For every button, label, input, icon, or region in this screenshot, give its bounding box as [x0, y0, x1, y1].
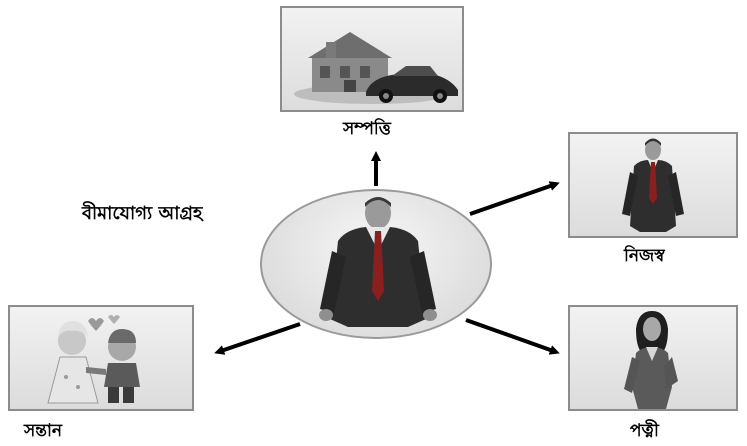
- children-box: [8, 305, 194, 411]
- property-box: [280, 6, 464, 112]
- children-label: সন্তান: [24, 421, 63, 441]
- arrow-to-self: [469, 181, 560, 216]
- woman-icon: [624, 311, 678, 409]
- property-label: সম্পত্তি: [343, 119, 391, 139]
- arrow-to-wife: [465, 318, 560, 355]
- center-businessman-icon: [319, 197, 437, 327]
- center-label: বীমাযোগ্য আগ্রহ: [82, 203, 203, 224]
- self-label: নিজস্ব: [624, 246, 665, 266]
- businessman-icon: [622, 138, 684, 232]
- arrow-to-children: [214, 322, 301, 355]
- center-oval: [260, 189, 492, 339]
- wife-box: [568, 305, 738, 411]
- children-icon: [47, 315, 140, 404]
- wife-label: পত্নী: [630, 421, 659, 441]
- self-box: [568, 132, 738, 238]
- house-and-car-icon: [294, 32, 458, 104]
